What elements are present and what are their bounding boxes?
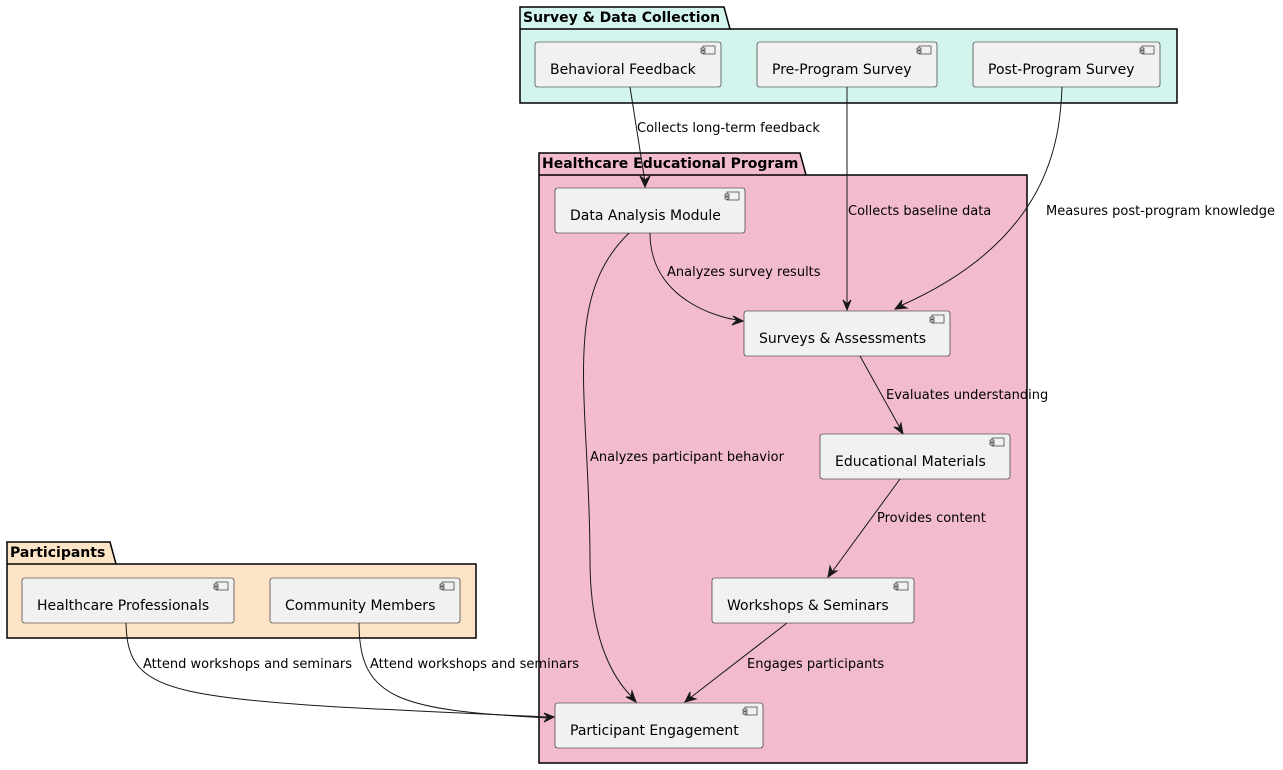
component-icon: [929, 314, 945, 324]
package-participants-title: Participants: [10, 545, 105, 561]
edge-label-feedback-to-analysis: Collects long-term feedback: [637, 121, 820, 136]
edge-label-analysis-to-surveys: Analyzes survey results: [667, 265, 821, 280]
component-behavioral-feedback: Behavioral Feedback: [534, 41, 722, 88]
component-label: Post-Program Survey: [988, 62, 1135, 78]
edge-label-professionals-to-engagement: Attend workshops and seminars: [143, 657, 352, 672]
edge-professionals-to-engagement: [125, 622, 549, 718]
component-icon: [439, 581, 455, 591]
edge-workshops-to-engagement: [689, 622, 788, 699]
component-icon: [989, 437, 1005, 447]
component-label: Behavioral Feedback: [550, 62, 697, 78]
component-label: Participant Engagement: [570, 723, 739, 739]
component-label: Educational Materials: [835, 454, 986, 470]
component-data-analysis-module: Data Analysis Module: [554, 187, 746, 234]
component-icon: [742, 706, 758, 716]
arrowhead-analysis-to-surveys: [731, 315, 745, 326]
arrowhead-surveys-to-materials: [893, 421, 904, 436]
edge-feedback-to-analysis: [629, 86, 646, 183]
arrowhead-materials-to-workshops: [827, 564, 839, 579]
edge-label-materials-to-workshops: Provides content: [877, 511, 986, 526]
component-workshops-seminars: Workshops & Seminars: [711, 577, 915, 624]
arrowhead-feedback-to-analysis: [639, 175, 651, 189]
component-pre-program-survey: Pre-Program Survey: [756, 41, 938, 88]
edge-label-workshops-to-engagement: Engages participants: [747, 657, 884, 672]
component-label: Workshops & Seminars: [727, 598, 889, 614]
edge-materials-to-workshops: [831, 478, 901, 573]
edge-labels: Collects long-term feedback Collects bas…: [143, 121, 1275, 672]
component-post-program-survey: Post-Program Survey: [972, 41, 1161, 88]
edge-label-community-to-engagement: Attend workshops and seminars: [370, 657, 579, 672]
component-icon: [916, 45, 932, 55]
component-label: Surveys & Assessments: [759, 331, 926, 347]
edge-analysis-to-surveys: [649, 232, 739, 321]
edge-surveys-to-materials: [859, 355, 901, 429]
edge-community-to-engagement: [358, 622, 549, 719]
edge-label-post-to-surveys: Measures post-program knowledge: [1046, 204, 1275, 219]
component-icon: [700, 45, 716, 55]
component-participant-engagement: Participant Engagement: [554, 702, 764, 749]
component-label: Community Members: [285, 598, 435, 614]
component-icon: [213, 581, 229, 591]
component-surveys-assessments: Surveys & Assessments: [743, 310, 951, 357]
component-label: Data Analysis Module: [570, 208, 721, 224]
arrowhead-professionals-to-engagement: [543, 712, 556, 723]
package-program-title: Healthcare Educational Program: [542, 156, 798, 172]
component-icon: [1139, 45, 1155, 55]
component-community-members: Community Members: [269, 577, 461, 624]
component-label: Healthcare Professionals: [37, 598, 209, 614]
arrowhead-analysis-to-engagement: [625, 689, 637, 704]
arrowhead-workshops-to-engagement: [684, 691, 698, 703]
package-survey-title: Survey & Data Collection: [523, 10, 720, 26]
edge-label-pre-to-surveys: Collects baseline data: [848, 204, 991, 219]
edge-post-to-surveys: [899, 86, 1063, 307]
component-healthcare-professionals: Healthcare Professionals: [21, 577, 235, 624]
edge-label-analysis-to-engagement: Analyzes participant behavior: [590, 450, 785, 465]
component-icon: [893, 581, 909, 591]
arrowhead-post-to-surveys: [893, 299, 909, 310]
component-educational-materials: Educational Materials: [819, 433, 1011, 480]
edge-analysis-to-engagement: [583, 232, 633, 698]
edges: [125, 86, 1063, 723]
component-label: Pre-Program Survey: [772, 62, 912, 78]
component-icon: [724, 191, 740, 201]
edge-label-surveys-to-materials: Evaluates understanding: [886, 388, 1048, 403]
arrowhead-pre-to-surveys: [842, 299, 852, 312]
